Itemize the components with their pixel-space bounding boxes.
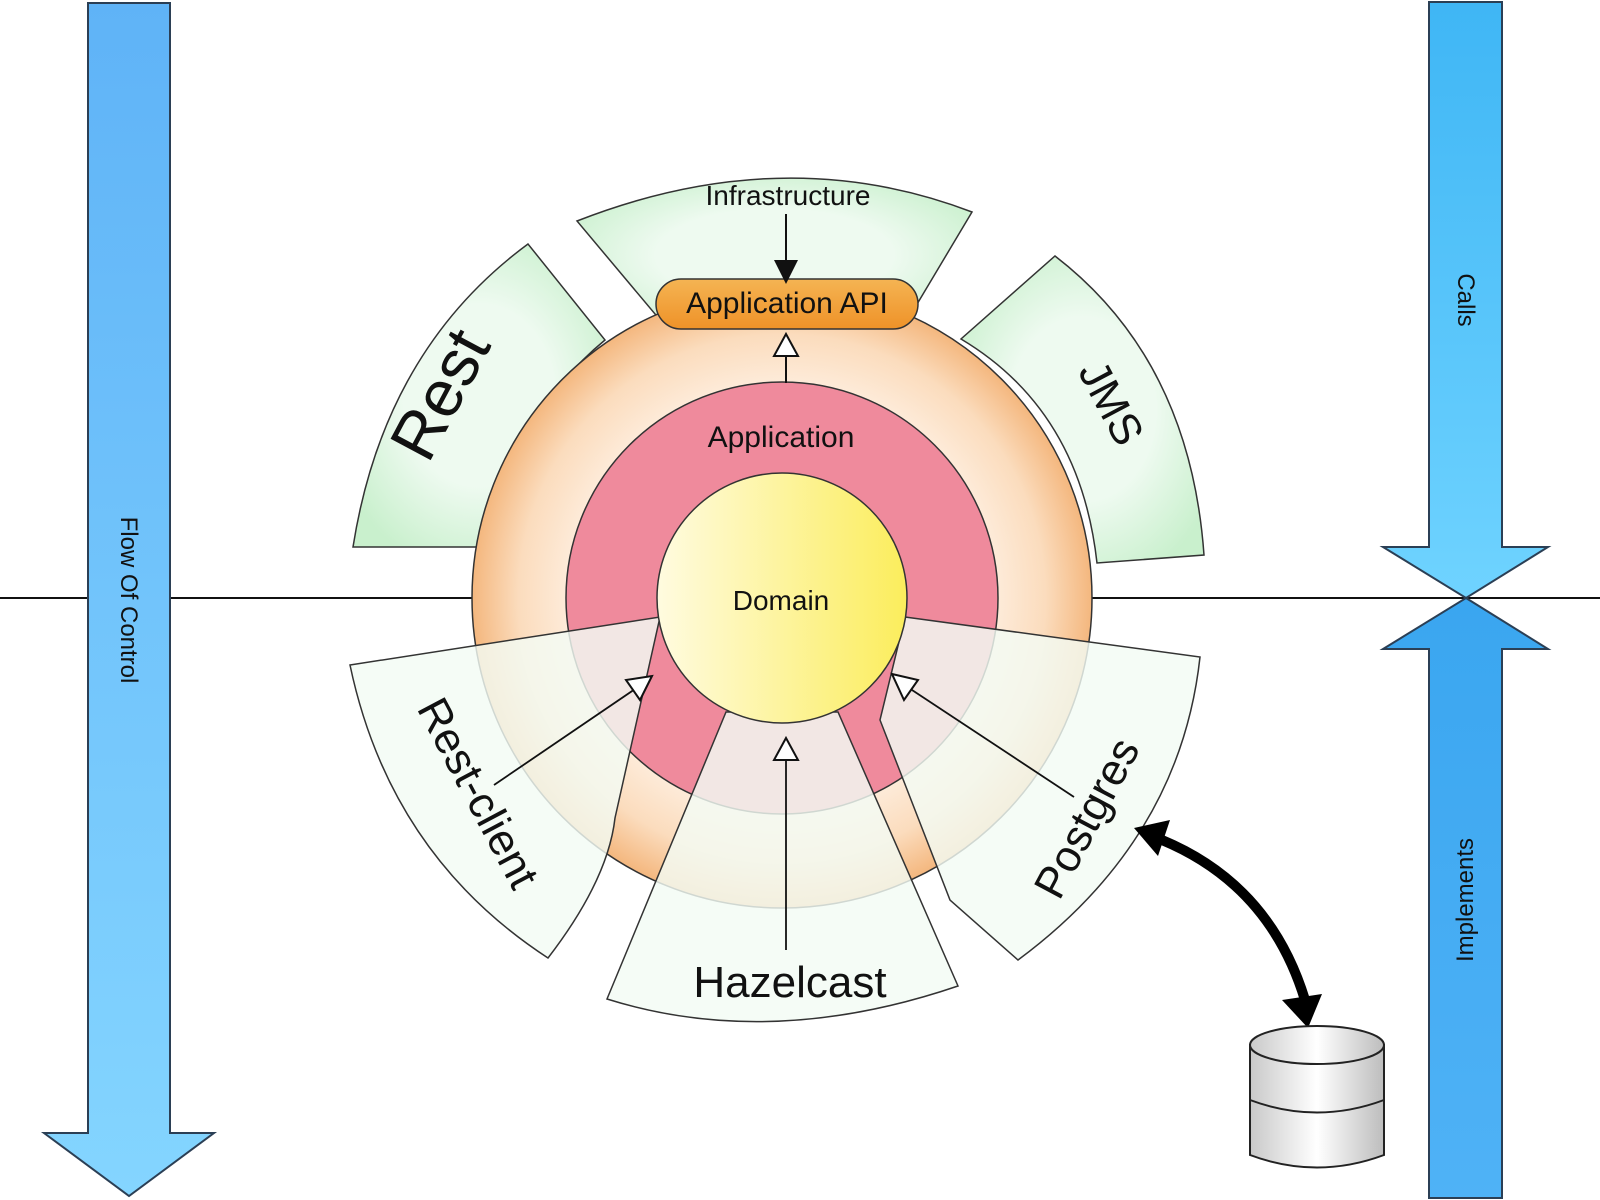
calls-label: Calls [1452, 273, 1479, 326]
implements-arrow: Implements [1379, 596, 1552, 1199]
flow-of-control-arrow: Flow Of Control [40, 2, 218, 1198]
application-api-pill: Application API [655, 278, 919, 330]
adapter-hazelcast-wedge [605, 711, 960, 1023]
adapter-postgres-wedge [879, 616, 1201, 961]
domain-circle [656, 472, 908, 724]
application-to-api-arrow [772, 331, 800, 383]
hazelcast-label: Hazelcast [693, 958, 886, 1007]
flow-of-control-label: Flow Of Control [115, 517, 142, 684]
postgres-to-domain-arrow [890, 672, 1075, 798]
adapter-jms-wedge [959, 255, 1205, 564]
adapter-rest-client-wedge [349, 616, 661, 960]
application-label: Application [708, 421, 855, 454]
rest-client-to-domain-arrow [493, 674, 654, 786]
postgres-database-connector [1134, 820, 1322, 1028]
hazelcast-to-domain-arrow [772, 735, 800, 950]
implements-label: Implements [1452, 838, 1479, 962]
calls-arrow: Calls [1379, 1, 1552, 600]
domain-label: Domain [733, 585, 829, 616]
infrastructure-label: Infrastructure [706, 180, 871, 211]
application-api-label: Application API [686, 287, 888, 320]
database-icon [1249, 1025, 1385, 1169]
